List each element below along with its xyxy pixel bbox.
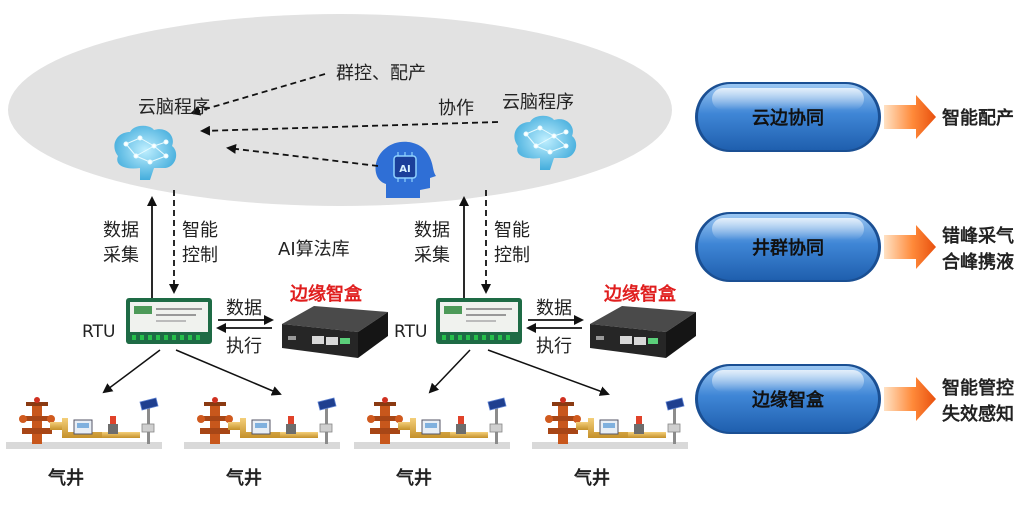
gas-well-2: 气井: [184, 397, 340, 489]
well-label: 气井: [47, 467, 84, 489]
group-control-label: 群控、配产: [336, 63, 426, 84]
edge-box-label-right: 边缘智盒: [603, 283, 677, 305]
gas-well-4: 气井: [532, 397, 688, 489]
rtu-device-left: [126, 298, 212, 344]
link-label-exec-right: 执行: [536, 336, 572, 357]
result-line-2: 失效感知: [942, 403, 1014, 425]
arrow-group-control: [190, 73, 326, 116]
gas-well-3: 气井: [354, 397, 510, 489]
ground-slab: [184, 442, 340, 449]
pill-highlight: [712, 218, 864, 240]
edge-box-device-right: [590, 306, 696, 358]
link-label-data-right: 数据: [536, 298, 572, 319]
solar-panel-icon: [317, 397, 337, 411]
solar-panel-icon: [139, 397, 159, 411]
ai-chip-label: AI: [399, 164, 410, 175]
wells-layer: 气井 气井 气井 气井: [6, 397, 688, 489]
solar-panel-icon: [665, 397, 685, 411]
well-label: 气井: [573, 467, 610, 489]
smart-control-label-1-right: 智能: [494, 220, 530, 241]
arrow-to-well-3: [428, 349, 471, 394]
rtu-to-well-arrows: [102, 349, 610, 396]
rtu-label-left: RTU: [82, 322, 115, 342]
result-line-1: 智能管控: [942, 377, 1014, 399]
arrow-to-well-4: [487, 349, 610, 396]
smart-control-label-2-right: 控制: [494, 245, 530, 266]
ai-library-label: AI算法库: [278, 239, 350, 260]
ground-slab: [354, 442, 510, 449]
result-arrow-icon: [884, 377, 936, 421]
arrow-to-well-1: [102, 349, 161, 394]
pill-highlight: [712, 370, 864, 392]
well-label: 气井: [225, 467, 262, 489]
link-label-data-left: 数据: [226, 298, 262, 319]
ground-slab: [6, 442, 162, 449]
right-cluster: 数据 采集 智能 控制 RTU 数据 执行 边缘智盒: [394, 190, 696, 358]
gas-well-1: 气井: [6, 397, 162, 489]
brain-right-label: 云脑程序: [502, 92, 574, 113]
data-collect-label-2: 采集: [103, 245, 139, 266]
data-collect-label-1: 数据: [103, 220, 139, 241]
ai-head-icon: AI: [375, 141, 436, 198]
ground-slab: [532, 442, 688, 449]
smart-control-label-2: 控制: [182, 245, 218, 266]
well-label: 气井: [395, 467, 432, 489]
rtu-label-right: RTU: [394, 322, 427, 342]
capability-row-1: 云边协同 智能配产: [695, 82, 1014, 152]
result-line-1: 错峰采气: [942, 225, 1014, 247]
edge-box-label-left: 边缘智盒: [289, 283, 363, 305]
brain-left-label: 云脑程序: [138, 97, 210, 118]
cooperate-label: 协作: [438, 98, 474, 119]
rtu-device-right: [436, 298, 522, 344]
capability-pill-label: 井群协同: [752, 237, 824, 259]
pill-highlight: [712, 88, 864, 110]
left-cluster: 数据 采集 智能 控制 RTU 数据 执行 边缘智盒: [82, 190, 388, 358]
link-label-exec-left: 执行: [226, 336, 262, 357]
brain-icon-left: [114, 125, 177, 180]
smart-control-label-1: 智能: [182, 220, 218, 241]
arrow-ai: [226, 143, 379, 167]
solar-panel-icon: [487, 397, 507, 411]
capability-pill-label: 云边协同: [752, 107, 824, 129]
data-collect-label-1-right: 数据: [414, 220, 450, 241]
edge-box-device-left: [282, 306, 388, 358]
data-collect-label-2-right: 采集: [414, 245, 450, 266]
result-arrow-icon: [884, 95, 936, 139]
result-line-1: 智能配产: [942, 107, 1014, 129]
capability-pill-label: 边缘智盒: [751, 389, 825, 411]
cloud-dashed-arrows: [190, 73, 499, 167]
result-line-2: 合峰携液: [942, 251, 1015, 273]
brain-icon-right: [514, 115, 577, 170]
arrow-to-well-2: [175, 349, 282, 396]
result-arrow-icon: [884, 225, 936, 269]
